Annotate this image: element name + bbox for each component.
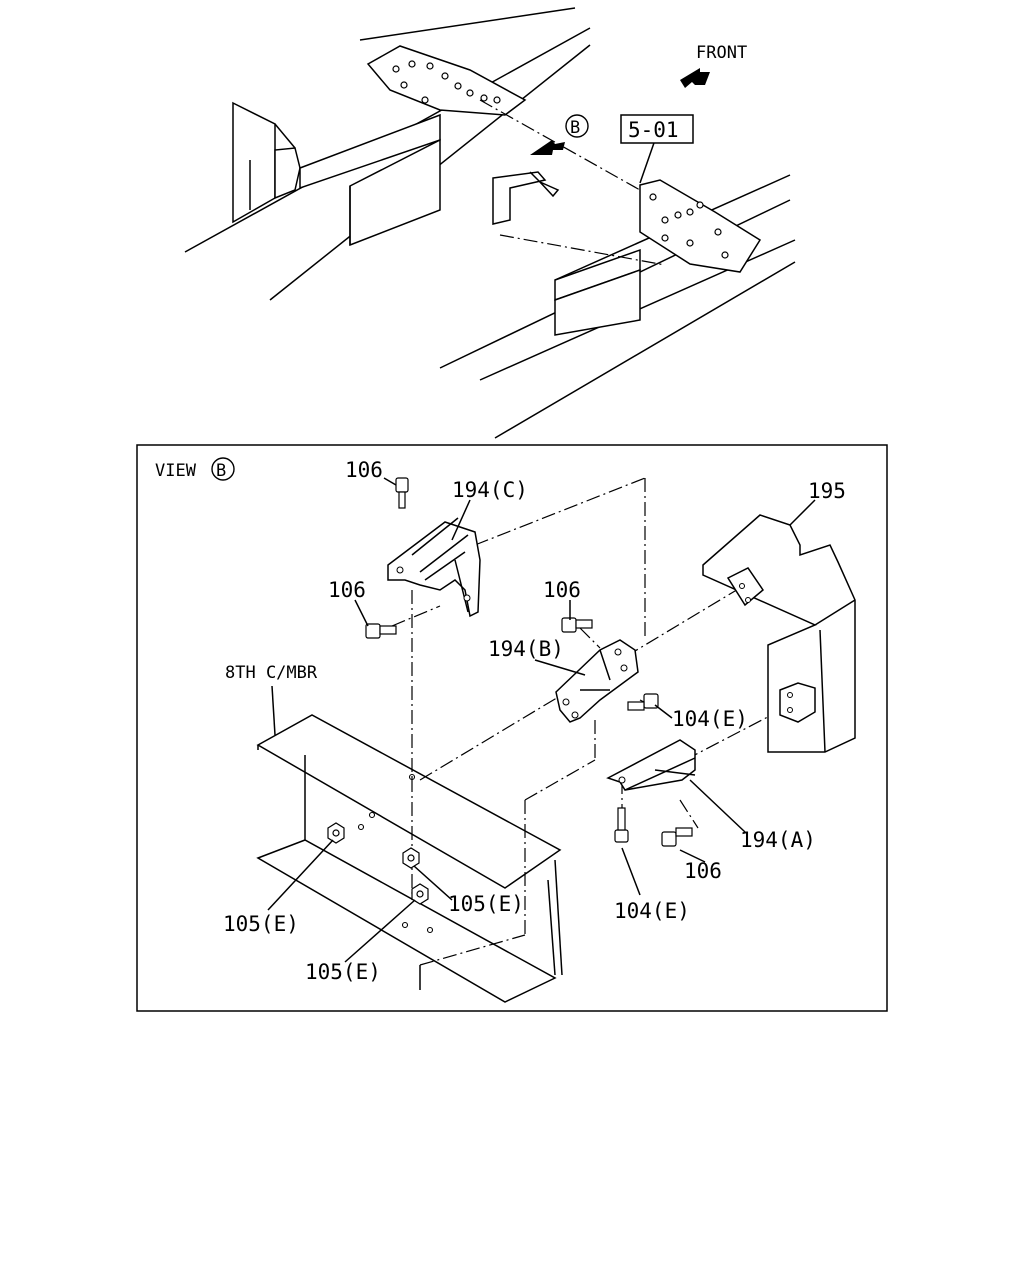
- ref-box: [620, 114, 694, 144]
- callout-195: 195: [808, 479, 846, 503]
- detail-view-marker: B: [216, 461, 226, 481]
- callout-105e-bottom: 105(E): [305, 960, 381, 984]
- view-b-marker-circle: [565, 114, 589, 138]
- callout-105e-left: 105(E): [223, 912, 299, 936]
- front-label: FRONT: [696, 43, 747, 63]
- front-arrow-icon: [680, 68, 710, 88]
- callout-106-bottom: 106: [684, 859, 722, 883]
- detail-drawing: [256, 477, 856, 1003]
- ref-box-label: 5-01: [628, 118, 679, 142]
- callout-104e-mid: 104(E): [672, 707, 748, 731]
- callout-194a: 194(A): [740, 828, 816, 852]
- callout-106-mid: 106: [543, 578, 581, 602]
- detail-view-title: VIEW: [155, 461, 197, 481]
- view-b-marker: B: [570, 118, 580, 138]
- callout-104e-bottom: 104(E): [614, 899, 690, 923]
- detail-view-marker-circle: [211, 457, 235, 481]
- chassis-overview: [184, 7, 796, 439]
- callout-194b: 194(B): [488, 637, 564, 661]
- callout-194c: 194(C): [452, 478, 528, 502]
- callout-106-top: 106: [345, 458, 383, 482]
- callout-105e-center: 105(E): [448, 892, 524, 916]
- member-label: 8TH C/MBR: [225, 663, 318, 683]
- view-b-arrow-icon: [530, 140, 565, 155]
- callout-106-left: 106: [328, 578, 366, 602]
